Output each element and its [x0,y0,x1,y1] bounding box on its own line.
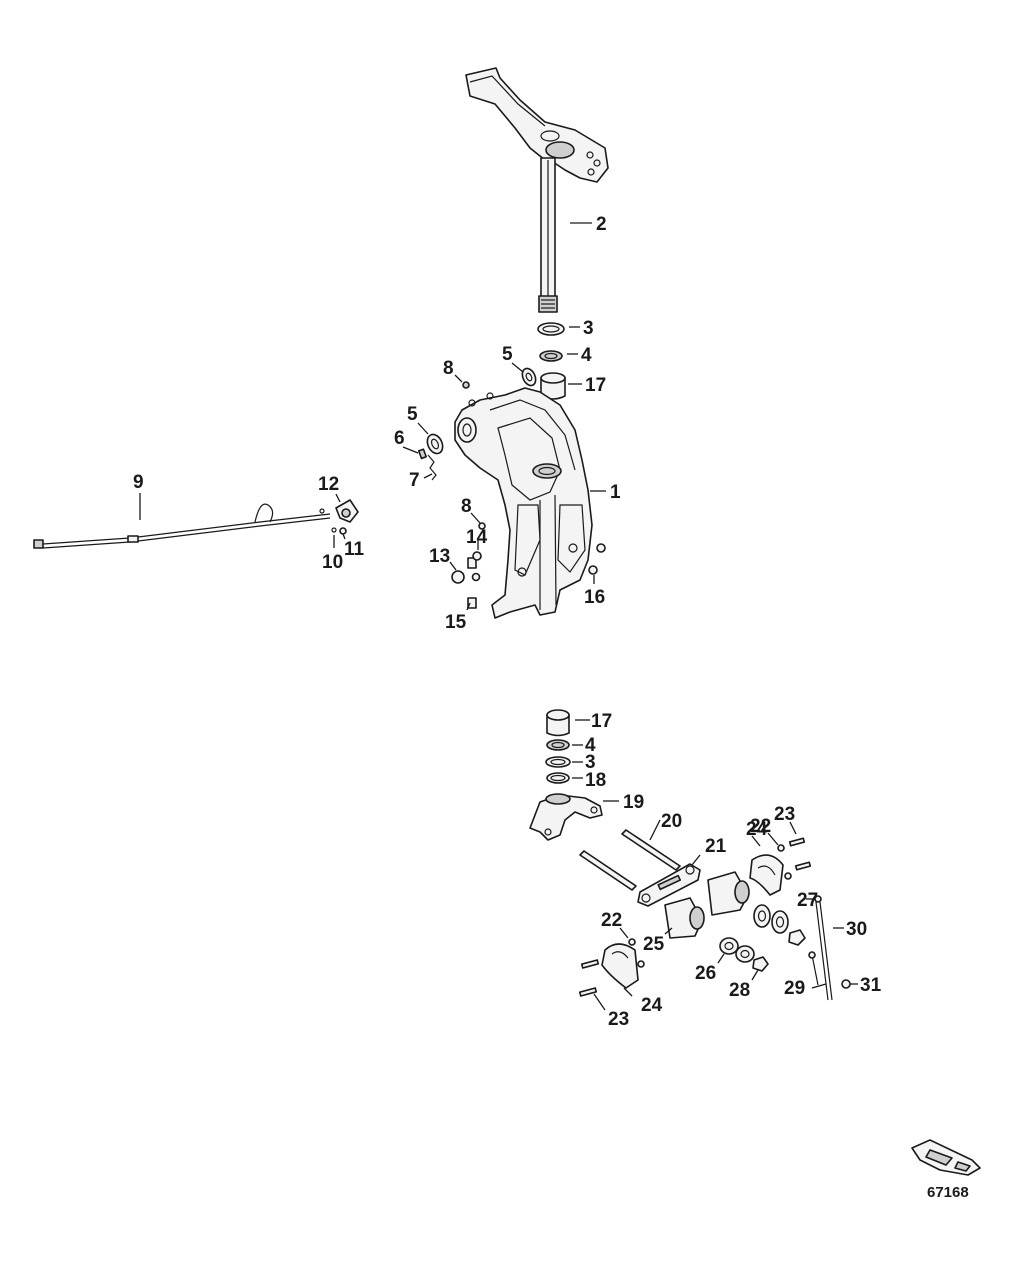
callout-4: 4 [585,735,596,756]
clamp-upper-part [749,837,812,896]
callout-26: 26 [695,963,716,984]
callout-4: 4 [581,345,592,366]
figure-number: 67168 [927,1184,969,1201]
callout-30: 30 [846,919,867,940]
callout-25: 25 [643,934,665,955]
boat-orientation-icon [911,1139,981,1176]
bracket-hardware [417,381,606,609]
callout-5: 5 [407,404,418,425]
washer-5-parts [426,367,537,455]
callout-17: 17 [591,711,612,732]
callout-19: 19 [623,792,644,813]
callout-14: 14 [466,527,488,548]
swivel-bracket-part [454,387,593,619]
callout-28: 28 [729,980,750,1001]
callout-9: 9 [133,472,144,493]
callout-2: 2 [596,214,607,235]
callout-11: 11 [344,539,365,560]
callout-24: 24 [641,995,663,1016]
rubber-mount-parts [664,871,750,939]
callout-10: 10 [322,552,343,573]
cotter-rod-parts [808,895,851,1001]
callout-8: 8 [443,358,454,379]
callout-23: 23 [774,804,795,825]
callout-13: 13 [429,546,450,567]
lower-bushing-stack [545,709,571,784]
callout-labels: 1 2 3 4 5 17 8 5 6 7 9 12 10 11 8 14 13 … [133,214,969,1201]
steering-yoke-part [529,793,603,841]
callout-3: 3 [583,318,594,339]
callout-17: 17 [585,375,606,396]
callout-27: 27 [797,890,818,911]
callout-15: 15 [445,612,467,633]
link-plate-part [637,863,701,907]
callout-31: 31 [860,975,882,996]
steering-shaft-part [538,157,558,313]
callout-3: 3 [585,752,596,773]
steering-arm-part [465,67,609,183]
callout-23: 23 [608,1009,629,1030]
callout-18: 18 [585,770,606,791]
clamp-lower-part [578,938,645,997]
callout-16: 16 [584,587,605,608]
callout-20: 20 [661,811,682,832]
tie-rod-parts [579,829,681,891]
callout-5: 5 [502,344,513,365]
trim-sender-cable-part [33,499,359,549]
callout-7: 7 [409,470,420,491]
callout-22: 22 [750,816,771,837]
callout-24: 24 [746,819,768,840]
callout-21: 21 [705,836,727,857]
leader-lines [139,222,858,1011]
callout-6: 6 [394,428,405,449]
callout-29: 29 [784,978,805,999]
callout-1: 1 [610,482,621,503]
callout-12: 12 [318,474,339,495]
callout-8: 8 [461,496,472,517]
upper-washer-stack [537,322,566,400]
mount-hardware [719,904,806,972]
callout-22: 22 [601,910,622,931]
